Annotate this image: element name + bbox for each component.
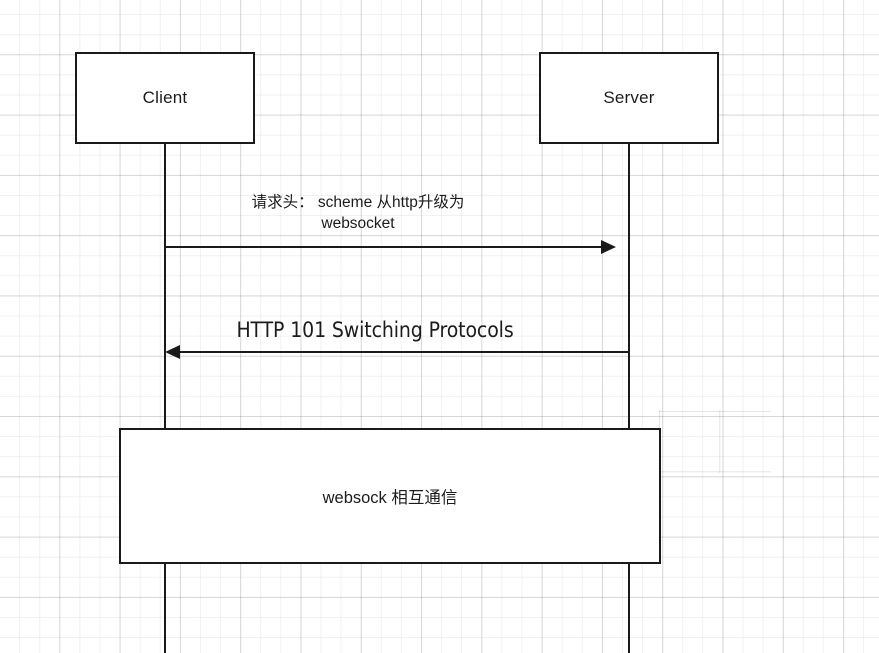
frame-label-websocket-communication: websock 相互通信 bbox=[322, 489, 458, 507]
participant-box-server[interactable]: Server bbox=[539, 52, 719, 144]
arrow-right-icon bbox=[601, 240, 616, 254]
message-label-upgrade-request: 请求头： scheme 从http升级为 websocket bbox=[251, 194, 465, 233]
participant-label-server: Server bbox=[603, 88, 655, 107]
frame-websocket-communication[interactable]: websock 相互通信 bbox=[119, 428, 661, 564]
message-line-switching-protocols bbox=[173, 351, 629, 353]
participant-box-client[interactable]: Client bbox=[75, 52, 255, 144]
lifeline-client bbox=[164, 142, 166, 653]
message-line-upgrade-request bbox=[165, 246, 609, 248]
message-label-switching-protocols: HTTP 101 Switching Protocols bbox=[236, 318, 514, 342]
participant-label-client: Client bbox=[142, 88, 188, 107]
lifeline-server bbox=[628, 142, 630, 653]
arrow-left-icon bbox=[165, 345, 180, 359]
